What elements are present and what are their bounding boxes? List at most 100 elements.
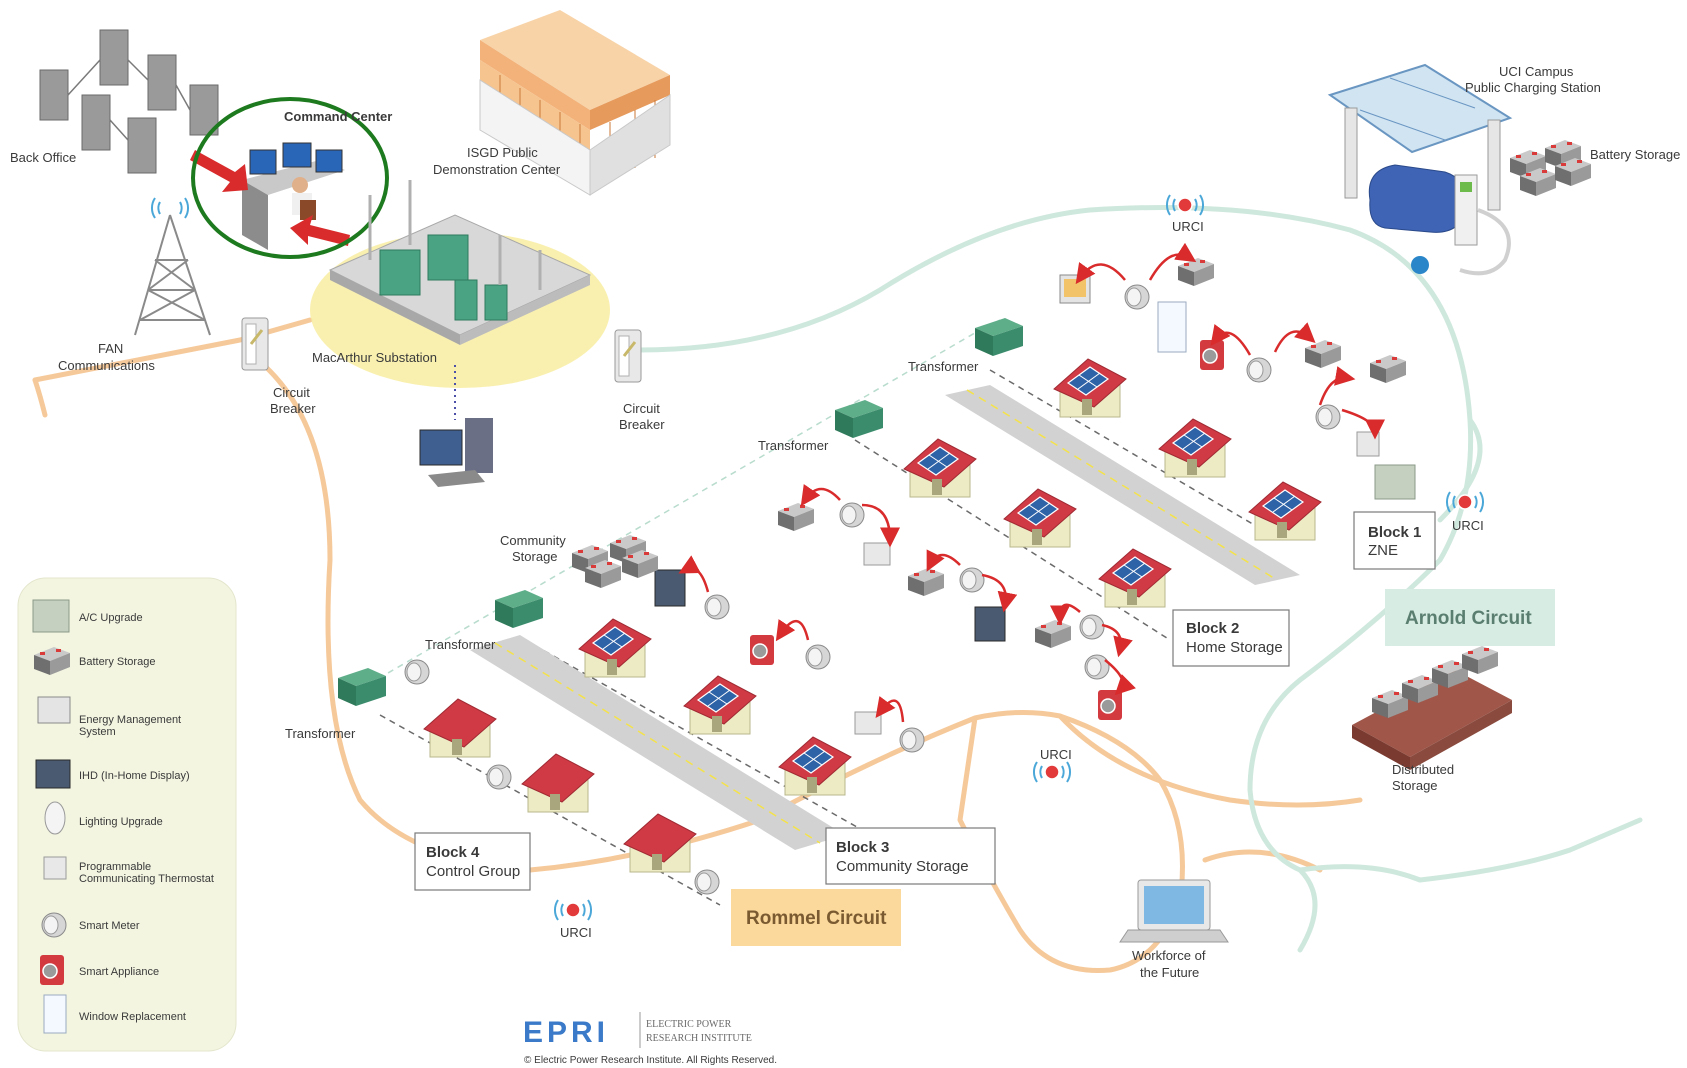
block-2-subtitle: Home Storage bbox=[1186, 639, 1283, 656]
svg-text:Programmable: Programmable bbox=[79, 861, 151, 873]
urci-label-bottom: URCI bbox=[1040, 747, 1072, 762]
legend-battery-storage: Battery Storage bbox=[34, 647, 155, 675]
command-center-label: Command Center bbox=[284, 109, 392, 124]
workforce-label-line2: the Future bbox=[1140, 965, 1199, 980]
circuit-breaker-left-line2: Breaker bbox=[270, 401, 316, 416]
circuit-breaker-right-icon bbox=[613, 328, 643, 384]
transformer-label-1: Transformer bbox=[908, 359, 979, 374]
svg-text:A/C Upgrade: A/C Upgrade bbox=[79, 612, 143, 624]
urci-node-top bbox=[1167, 195, 1203, 215]
urci-node-bottom bbox=[1034, 762, 1070, 782]
arnold-circuit-line bbox=[637, 205, 1643, 953]
fan-tower-icon bbox=[134, 214, 211, 336]
block-1-title: Block 1 bbox=[1368, 524, 1421, 541]
legend-smart-meter: Smart Meter bbox=[41, 912, 140, 938]
block-3-subtitle: Community Storage bbox=[836, 858, 969, 875]
svg-text:Battery Storage: Battery Storage bbox=[79, 656, 155, 668]
circuit-breaker-left-icon bbox=[240, 316, 270, 372]
urci-node-left bbox=[555, 900, 591, 920]
community-storage-label-line1: Community bbox=[500, 533, 566, 548]
legend-thermostat: Programmable Communicating Thermostat bbox=[43, 856, 214, 885]
tablet-icon bbox=[35, 759, 71, 789]
rommel-circuit-badge: Rommel Circuit bbox=[731, 889, 901, 946]
rommel-circuit-line bbox=[32, 317, 1363, 973]
legend-window: Window Replacement bbox=[43, 994, 186, 1034]
block-2-box: Block 2 Home Storage bbox=[1172, 609, 1290, 667]
block-1-box: Block 1 ZNE bbox=[1353, 511, 1436, 570]
device-arrows bbox=[678, 242, 1385, 723]
command-center-arrows bbox=[190, 150, 350, 246]
uci-charging-station bbox=[1327, 63, 1513, 276]
urci-label-left: URCI bbox=[560, 925, 592, 940]
block-3-title: Block 3 bbox=[836, 839, 889, 856]
community-storage-label-line2: Storage bbox=[512, 549, 558, 564]
macarthur-substation bbox=[328, 180, 592, 345]
urci-label-top: URCI bbox=[1172, 219, 1204, 234]
uci-battery-storage-label: Battery Storage bbox=[1590, 147, 1680, 162]
epri-logo: EPRI ELECTRIC POWER RESEARCH INSTITUTE bbox=[523, 1012, 752, 1049]
thermostat-icon bbox=[43, 856, 67, 880]
transformer-label-3: Transformer bbox=[425, 637, 496, 652]
isgd-building bbox=[479, 10, 671, 196]
transformer-icon-2 bbox=[835, 400, 883, 438]
appliance-icon bbox=[39, 954, 65, 986]
workforce-laptop-icon bbox=[1119, 879, 1229, 943]
copyright-text: © Electric Power Research Institute. All… bbox=[524, 1055, 777, 1066]
circuit-breaker-left-line1: Circuit bbox=[273, 385, 310, 400]
block-1-subtitle: ZNE bbox=[1368, 542, 1398, 559]
distributed-storage-label-line2: Storage bbox=[1392, 778, 1438, 793]
computer-icon bbox=[37, 696, 71, 724]
legend-lighting: Lighting Upgrade bbox=[44, 801, 163, 835]
arnold-circuit-badge: Arnold Circuit bbox=[1385, 589, 1555, 646]
svg-text:Energy Management: Energy Management bbox=[79, 714, 181, 726]
svg-text:IHD (In-Home Display): IHD (In-Home Display) bbox=[79, 770, 190, 782]
command-center-highlight-circle bbox=[191, 97, 389, 259]
arnold-circuit-label: Arnold Circuit bbox=[1405, 608, 1532, 629]
bulb-icon bbox=[44, 801, 66, 835]
substation-label: MacArthur Substation bbox=[312, 350, 437, 365]
substation-computer-icon bbox=[419, 418, 493, 487]
epri-logo-wordmark: EPRI bbox=[523, 1016, 609, 1049]
isgd-label-line2: Demonstration Center bbox=[433, 162, 561, 177]
circuit-breaker-right-line1: Circuit bbox=[623, 401, 660, 416]
uci-label-line2: Public Charging Station bbox=[1465, 80, 1601, 95]
uci-label-line1: UCI Campus bbox=[1499, 64, 1574, 79]
svg-text:Communicating Thermostat: Communicating Thermostat bbox=[79, 873, 214, 885]
svg-text:Window Replacement: Window Replacement bbox=[79, 1011, 186, 1023]
epri-name-line1: ELECTRIC POWER bbox=[646, 1019, 732, 1030]
transformer-icon-1 bbox=[975, 318, 1023, 356]
window-icon bbox=[43, 994, 67, 1034]
back-office-label: Back Office bbox=[10, 150, 76, 165]
ac-unit-icon bbox=[32, 599, 70, 633]
block-4-subtitle: Control Group bbox=[426, 863, 520, 880]
block-2-title: Block 2 bbox=[1186, 620, 1239, 637]
block-3-box: Block 3 Community Storage bbox=[825, 827, 996, 885]
svg-text:System: System bbox=[79, 726, 116, 738]
transformer-label-4: Transformer bbox=[285, 726, 356, 741]
circuit-breaker-right-line2: Breaker bbox=[619, 417, 665, 432]
distributed-storage-icon bbox=[1352, 646, 1512, 770]
isgd-label-line1: ISGD Public bbox=[467, 145, 538, 160]
rommel-circuit-label: Rommel Circuit bbox=[746, 908, 887, 929]
legend-smart-appliance: Smart Appliance bbox=[39, 954, 159, 986]
urci-label-right: URCI bbox=[1452, 518, 1484, 533]
uci-battery-storage bbox=[1510, 140, 1591, 196]
back-office-servers bbox=[39, 29, 219, 174]
svg-text:Lighting Upgrade: Lighting Upgrade bbox=[79, 816, 163, 828]
workforce-label-line1: Workforce of bbox=[1132, 948, 1206, 963]
svg-text:Smart Meter: Smart Meter bbox=[79, 920, 140, 932]
epri-name-line2: RESEARCH INSTITUTE bbox=[646, 1033, 752, 1044]
legend-ihd: IHD (In-Home Display) bbox=[35, 759, 190, 789]
transformer-label-2: Transformer bbox=[758, 438, 829, 453]
transformer-icon-4 bbox=[338, 668, 386, 706]
command-center-workstation bbox=[242, 142, 345, 250]
roads bbox=[470, 385, 1300, 850]
transformer-icon-3 bbox=[495, 590, 543, 628]
legend-ac-upgrade: A/C Upgrade bbox=[32, 599, 143, 633]
distributed-storage-label-line1: Distributed bbox=[1392, 762, 1454, 777]
meter-icon bbox=[41, 912, 67, 938]
block-4-title: Block 4 bbox=[426, 844, 480, 861]
fan-label-line1: FAN bbox=[98, 341, 123, 356]
legend-energy-management: Energy Management System bbox=[37, 696, 181, 738]
